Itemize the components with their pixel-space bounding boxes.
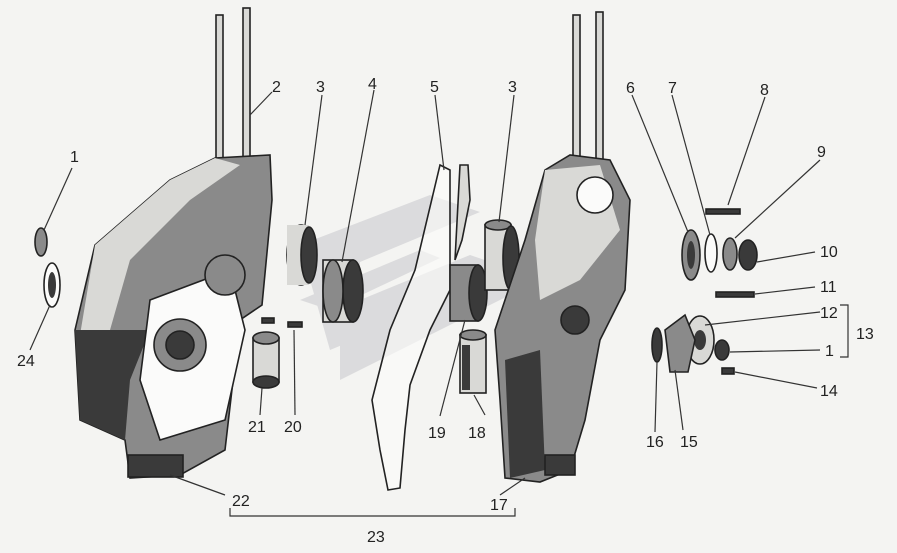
callout-2: 2	[272, 79, 281, 96]
bearing-21	[252, 331, 280, 389]
callout-1-right: 1	[825, 343, 834, 360]
callout-labels: 1 2 3 4 5 3 6 7 8 9 10 11 12 13 1 14 15 …	[17, 76, 874, 546]
crankcase-right-half	[494, 154, 631, 483]
callout-12: 12	[820, 305, 838, 322]
seal-ring-6	[681, 229, 701, 281]
callout-24: 24	[17, 353, 35, 370]
washer-9	[722, 237, 738, 271]
seal-ring-24	[43, 262, 61, 308]
stud-bolts-left	[215, 7, 251, 161]
bearing-4	[322, 259, 364, 323]
screw-11	[715, 291, 755, 298]
screw-14	[721, 367, 735, 375]
callout-17: 17	[490, 497, 508, 514]
crankcase-left-half	[74, 154, 273, 479]
callout-9: 9	[817, 144, 826, 161]
bearing-19	[449, 264, 488, 322]
callout-4: 4	[368, 76, 377, 93]
callout-13: 13	[856, 326, 874, 343]
callout-5: 5	[430, 79, 439, 96]
callout-11: 11	[820, 279, 837, 296]
callout-18: 18	[468, 425, 486, 442]
callout-22: 22	[232, 493, 250, 510]
seal-ring-1-left	[34, 227, 48, 257]
nut-10	[738, 239, 758, 271]
screw-8	[705, 208, 741, 215]
callout-23: 23	[367, 529, 385, 546]
callout-14: 14	[820, 383, 838, 400]
pin-20	[261, 317, 303, 328]
plate-15	[664, 313, 696, 373]
bearing-18	[459, 329, 487, 394]
callout-1-left: 1	[70, 149, 79, 166]
callout-3-left: 3	[316, 79, 325, 96]
seal-16	[651, 327, 663, 363]
callout-6: 6	[626, 80, 635, 97]
callout-10: 10	[820, 244, 838, 261]
callout-21: 21	[248, 419, 266, 436]
callout-19: 19	[428, 425, 446, 442]
nut-1-right	[714, 339, 730, 361]
bearing-3-left	[286, 224, 318, 286]
callout-3-right: 3	[508, 79, 517, 96]
leader-lines	[29, 89, 849, 517]
callout-15: 15	[680, 434, 698, 451]
callout-20: 20	[284, 419, 302, 436]
callout-16: 16	[646, 434, 664, 451]
washer-7	[704, 233, 718, 273]
callout-7: 7	[668, 80, 677, 97]
callout-8: 8	[760, 82, 769, 99]
stud-bolts-right	[572, 11, 604, 161]
bearing-3-right	[484, 219, 520, 291]
